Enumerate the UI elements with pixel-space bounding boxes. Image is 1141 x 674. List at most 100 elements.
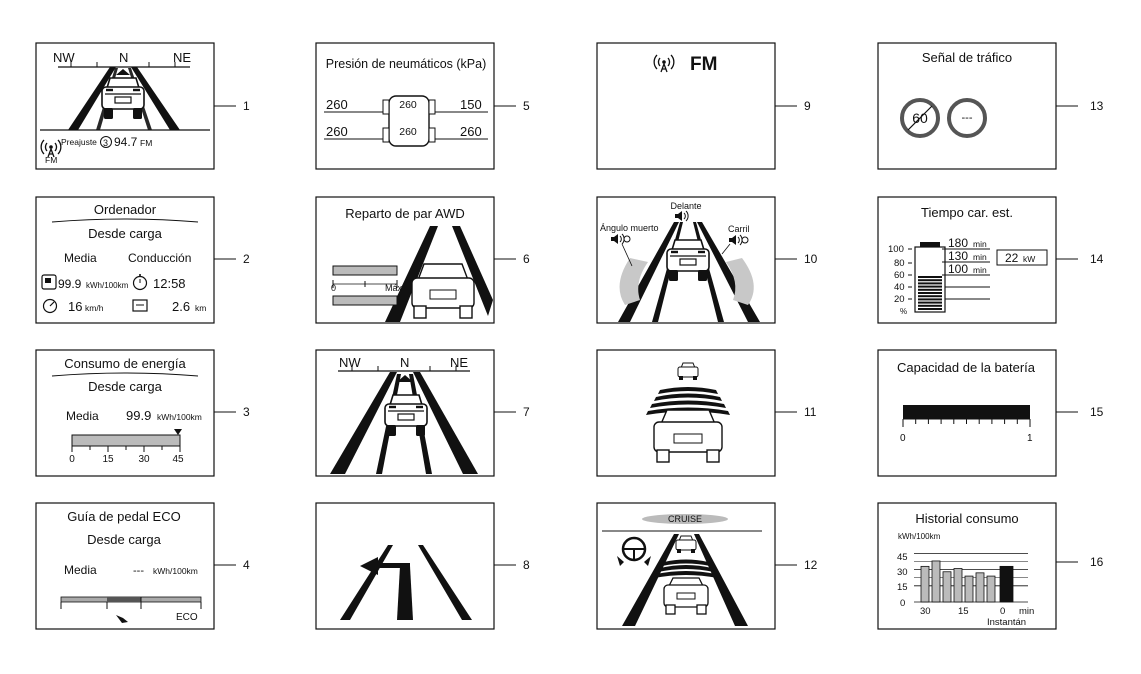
history-bar xyxy=(942,571,952,603)
energy-value: 99.9 xyxy=(126,408,151,423)
turn-left-arrow-icon xyxy=(360,557,413,620)
battery-level-stripe xyxy=(918,282,942,285)
traffic-sign-title: Señal de tráfico xyxy=(922,50,1012,65)
panel-11: 11 xyxy=(596,349,817,477)
panel-number-3: 3 xyxy=(243,405,250,419)
tire-front-right: 150 xyxy=(460,97,482,112)
stopwatch-icon xyxy=(132,275,148,291)
eco-title: Guía de pedal ECO xyxy=(67,509,180,524)
panel-4: Guía de pedal ECO Desde carga Media --- … xyxy=(35,502,250,630)
history-y-30: 30 xyxy=(897,567,908,578)
history-y-15: 15 xyxy=(897,582,908,593)
history-bar xyxy=(953,568,963,603)
power-box xyxy=(996,249,1048,266)
history-x-15: 15 xyxy=(958,606,969,617)
panel-13: Señal de tráfico 60 --- 13 xyxy=(877,42,1104,170)
battery-level-stripe xyxy=(918,308,942,310)
panel-number-1: 1 xyxy=(243,99,250,113)
scale-percent: % xyxy=(900,307,907,316)
history-y-45: 45 xyxy=(897,552,908,563)
fm-band: FM xyxy=(690,54,717,75)
preset-label: Preajuste xyxy=(61,137,97,147)
panel-12: CRUISE 12 xyxy=(596,502,818,630)
computer-subtitle: Desde carga xyxy=(88,226,162,241)
charge-time-title: Tiempo car. est. xyxy=(921,205,1013,220)
panel-number-16: 16 xyxy=(1090,555,1104,569)
lane-label: Carril xyxy=(728,224,750,234)
awd-front-bar xyxy=(332,265,398,276)
history-x-label: Instantán xyxy=(987,617,1026,628)
battery-level-stripe xyxy=(918,304,942,307)
panel-7: NW N NE 7 xyxy=(315,349,530,477)
battery-gauge xyxy=(914,242,946,313)
consumption-unit: kWh/100km xyxy=(86,281,129,290)
awd-min: 0 xyxy=(331,283,336,293)
cruise-label: CRUISE xyxy=(668,514,702,524)
panel-number-8: 8 xyxy=(523,558,530,572)
history-x-0: 0 xyxy=(1000,606,1005,617)
lead-vehicle-icon xyxy=(677,362,699,380)
blind-spot-label: Ángulo muerto xyxy=(600,223,659,233)
time-100: 100 xyxy=(948,262,968,276)
panel-number-12: 12 xyxy=(804,558,818,572)
history-bar xyxy=(964,575,974,603)
capacity-min: 0 xyxy=(900,433,906,444)
energy-label: Media xyxy=(66,409,99,423)
battery-level-stripe xyxy=(918,292,942,294)
panel-1: NW N NE Preajuste 3 94.7 FM FM 1 xyxy=(35,42,250,170)
panel-6: Reparto de par AWD 0 Máx. 6 xyxy=(315,196,530,324)
history-bar xyxy=(999,565,1014,603)
panel-number-9: 9 xyxy=(804,99,811,113)
battery-level-stripe xyxy=(918,279,942,282)
battery-level-stripe xyxy=(918,276,942,278)
battery-capacity-title: Capacidad de la batería xyxy=(897,360,1036,375)
history-bar xyxy=(975,572,985,603)
time-100-unit: min xyxy=(973,265,987,275)
car-rear-view-icon xyxy=(653,409,723,463)
preset-number: 3 xyxy=(103,138,108,148)
traffic-sign-second-value: --- xyxy=(962,112,973,124)
panel-8: 8 xyxy=(315,502,530,630)
energy-tick-30: 30 xyxy=(138,454,150,465)
panel-number-4: 4 xyxy=(243,558,250,572)
charge-station-icon xyxy=(41,274,57,290)
eco-unit: kWh/100km xyxy=(153,566,198,576)
time-130-unit: min xyxy=(973,252,987,262)
panel-14: Tiempo car. est. 100 80 60 40 20 % 180 m… xyxy=(877,196,1104,324)
tire-rear-left: 260 xyxy=(326,124,348,139)
scale-40: 40 xyxy=(894,282,905,293)
panel-16: Historial consumo kWh/100km 45 30 15 0 3… xyxy=(877,502,1104,630)
panel-number-13: 13 xyxy=(1090,99,1104,113)
capacity-max: 1 xyxy=(1027,433,1033,444)
computer-title: Ordenador xyxy=(94,202,157,217)
tire-rear-center: 260 xyxy=(399,126,417,138)
compass-ne: NE xyxy=(450,355,468,370)
distance-value: 2.6 xyxy=(172,299,190,314)
panel-number-5: 5 xyxy=(523,99,530,113)
panel-15: Capacidad de la batería 0 1 15 xyxy=(877,349,1104,477)
average-speed: 16 xyxy=(68,299,82,314)
charge-power-unit: kW xyxy=(1023,254,1035,264)
speed-unit: km/h xyxy=(85,303,104,313)
panel-10: Delante Ángulo muerto Carril 10 xyxy=(596,196,818,324)
energy-unit: kWh/100km xyxy=(157,412,202,422)
awd-max: Máx. xyxy=(385,283,405,293)
panel-5: Presión de neumáticos (kPa) 260 150 260 … xyxy=(315,42,530,170)
time-180: 180 xyxy=(948,236,968,250)
radio-band-small: FM xyxy=(45,155,57,165)
battery-capacity-bar xyxy=(903,405,1030,419)
energy-bar xyxy=(71,434,181,447)
tire-rear-right: 260 xyxy=(460,124,482,139)
compass-n: N xyxy=(119,50,128,65)
odometer-icon xyxy=(132,299,148,312)
history-x-unit: min xyxy=(1019,606,1034,617)
speed-limit-sign-icon: 60 xyxy=(900,98,940,138)
car-rear-view-icon xyxy=(663,577,709,615)
lead-vehicle-icon xyxy=(675,535,697,553)
charge-power: 22 xyxy=(1005,251,1019,265)
drive-time: 12:58 xyxy=(153,276,186,291)
battery-level-stripe xyxy=(918,298,942,301)
energy-marker xyxy=(174,429,182,435)
battery-level-stripe xyxy=(918,288,942,291)
